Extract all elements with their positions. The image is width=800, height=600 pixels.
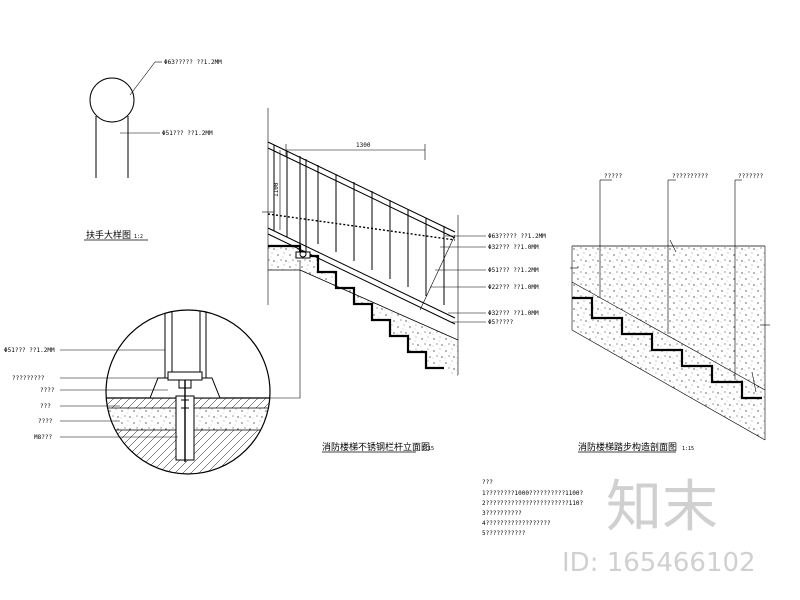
note-line-4: 4?????????????????? [482,520,551,527]
base-label-4: ??? [40,403,51,410]
stair-section-scale: 1:15 [682,446,694,452]
notes-heading: ??? [482,479,493,486]
handrail-circle [89,77,135,123]
stair-dim-width: 1300 [356,142,371,149]
stair-label-6: Φ5????? [488,319,514,326]
stair-elevation-scale: 1:15 [422,446,434,452]
section-label-1: ????? [604,173,622,180]
handrail-section-detail [89,61,162,178]
handrail-label-bottom: Φ51??? ??1.2MM [162,130,213,137]
stair-label-3: Φ51??? ??1.2MM [488,267,539,274]
note-line-3: 3?????????? [482,510,522,517]
handrail-label-top: Φ63????? ??1.2MM [164,59,222,66]
stair-dim-height: 1100 [273,182,280,197]
note-line-1: 1????????1000??????????1100? [482,490,584,497]
note-line-2: 2???????????????????????110? [482,500,584,507]
stair-label-2: Φ32??? ??1.0MM [488,244,539,251]
handrail-detail-scale: 1:2 [134,234,143,240]
notes-block: ??? 1????????1000??????????1100? 2??????… [482,479,584,537]
stair-elevation [262,108,486,399]
stair-label-1: Φ63????? ??1.2MM [488,233,546,240]
base-label-3: ???? [40,387,55,394]
base-detail [60,309,271,475]
base-label-6: M8??? [34,434,52,441]
stair-section [570,179,770,441]
base-label-5: ???? [38,418,53,425]
handrail-detail-title: 扶手大样图 [86,229,131,241]
stair-label-4: Φ22??? ??1.0MM [488,284,539,291]
base-label-2: ????????? [12,375,45,382]
watermark-brand: 知末 [606,475,718,540]
stair-elevation-title: 消防楼梯不锈钢栏杆立面图 [322,441,430,453]
watermark-id: ID: 165466102 [562,548,756,578]
section-label-2: ?????????? [672,173,709,180]
stair-label-5: Φ32??? ??1.0MM [488,310,539,317]
stair-section-title: 消防楼梯踏步构造剖面图 [578,441,677,453]
base-label-1: Φ51??? ??1.2MM [4,347,55,354]
note-line-5: 5??????????? [482,530,526,537]
section-label-3: ??????? [738,173,764,180]
